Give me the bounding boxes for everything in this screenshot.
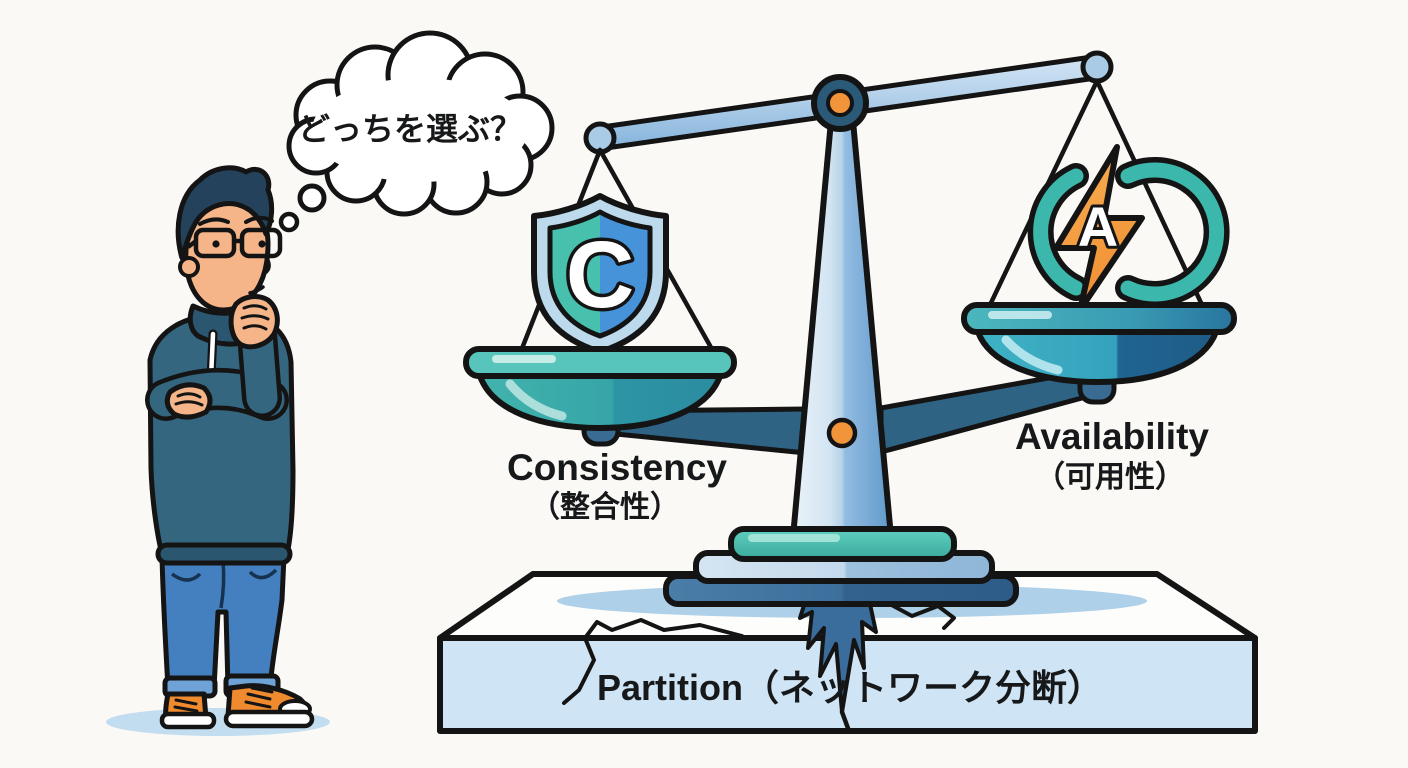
right-pan-bowl bbox=[975, 329, 1219, 385]
thinking-person bbox=[106, 165, 330, 736]
tucked-hand-fingers bbox=[174, 392, 204, 407]
left-pan-rim-highlight bbox=[492, 355, 556, 363]
sneaker-right-laces bbox=[244, 686, 274, 709]
crack-left bbox=[562, 618, 744, 705]
balance-scale: C A bbox=[463, 50, 1237, 607]
crack-main-tail bbox=[839, 709, 852, 734]
right-pan bbox=[961, 302, 1237, 385]
shield-letter: C bbox=[566, 222, 635, 328]
lightning-letter: A bbox=[1078, 195, 1118, 258]
hoodie bbox=[145, 301, 296, 566]
scale-pivot bbox=[811, 74, 869, 132]
sneaker-left-laces bbox=[173, 698, 199, 713]
jeans-body bbox=[159, 553, 287, 691]
beam-end-cap-right bbox=[1080, 50, 1114, 84]
hoodie-hem bbox=[155, 542, 293, 566]
jeans-pocket-right bbox=[248, 568, 278, 580]
sneaker-right-sole bbox=[223, 709, 315, 729]
pivot-center bbox=[826, 89, 854, 117]
availability-label-ja: （可用性） bbox=[1035, 460, 1185, 494]
consistency-label-ja: （整合性） bbox=[530, 490, 680, 524]
right-pan-highlight bbox=[1001, 335, 1063, 375]
right-pan-rim-highlight bbox=[988, 311, 1052, 319]
head bbox=[175, 165, 283, 350]
left-pan-highlight bbox=[505, 379, 567, 421]
consistency-shield-icon: C bbox=[531, 193, 669, 355]
bubble-trail-large bbox=[297, 183, 327, 213]
eyebrows bbox=[198, 215, 274, 226]
cloud-fill bbox=[312, 78, 528, 182]
mouth bbox=[248, 285, 265, 295]
sneaker-left-sole bbox=[159, 711, 217, 730]
left-pan-bowl bbox=[477, 373, 723, 431]
shield-body bbox=[547, 209, 653, 339]
consistency-label: Consistency bbox=[507, 447, 727, 488]
base-highlight bbox=[748, 534, 840, 542]
column-orange-rivet bbox=[826, 417, 858, 449]
string-right-outer bbox=[1094, 78, 1206, 310]
chin-hand bbox=[228, 294, 280, 350]
ear bbox=[178, 256, 200, 278]
sneakers bbox=[159, 683, 315, 730]
hair bbox=[175, 165, 275, 261]
thought-bubble-text: どっちを選ぶ？ bbox=[298, 111, 522, 147]
scale-base bbox=[663, 526, 1019, 607]
nose bbox=[263, 256, 271, 275]
arc-right bbox=[1120, 162, 1225, 302]
arc-left bbox=[1033, 168, 1084, 296]
jeans-pocket-left bbox=[170, 572, 202, 582]
bubble-trail-small bbox=[278, 211, 300, 233]
availability-label: Availability bbox=[1015, 416, 1209, 457]
eye-right bbox=[258, 240, 266, 248]
base-tier-top bbox=[728, 526, 957, 562]
chin-hand-fingers bbox=[240, 304, 270, 331]
labels: Consistency （整合性） Availability （可用性） Par… bbox=[507, 416, 1209, 708]
partition-label: Partition（ネットワーク分断） bbox=[597, 667, 1103, 708]
thought-bubble: どっちを選ぶ？ bbox=[278, 30, 555, 233]
glasses-icon bbox=[186, 227, 283, 259]
glasses-bridge bbox=[186, 238, 242, 249]
availability-lightning-icon: A bbox=[1027, 144, 1230, 313]
left-pan bbox=[463, 346, 737, 431]
eye-left bbox=[212, 240, 220, 248]
